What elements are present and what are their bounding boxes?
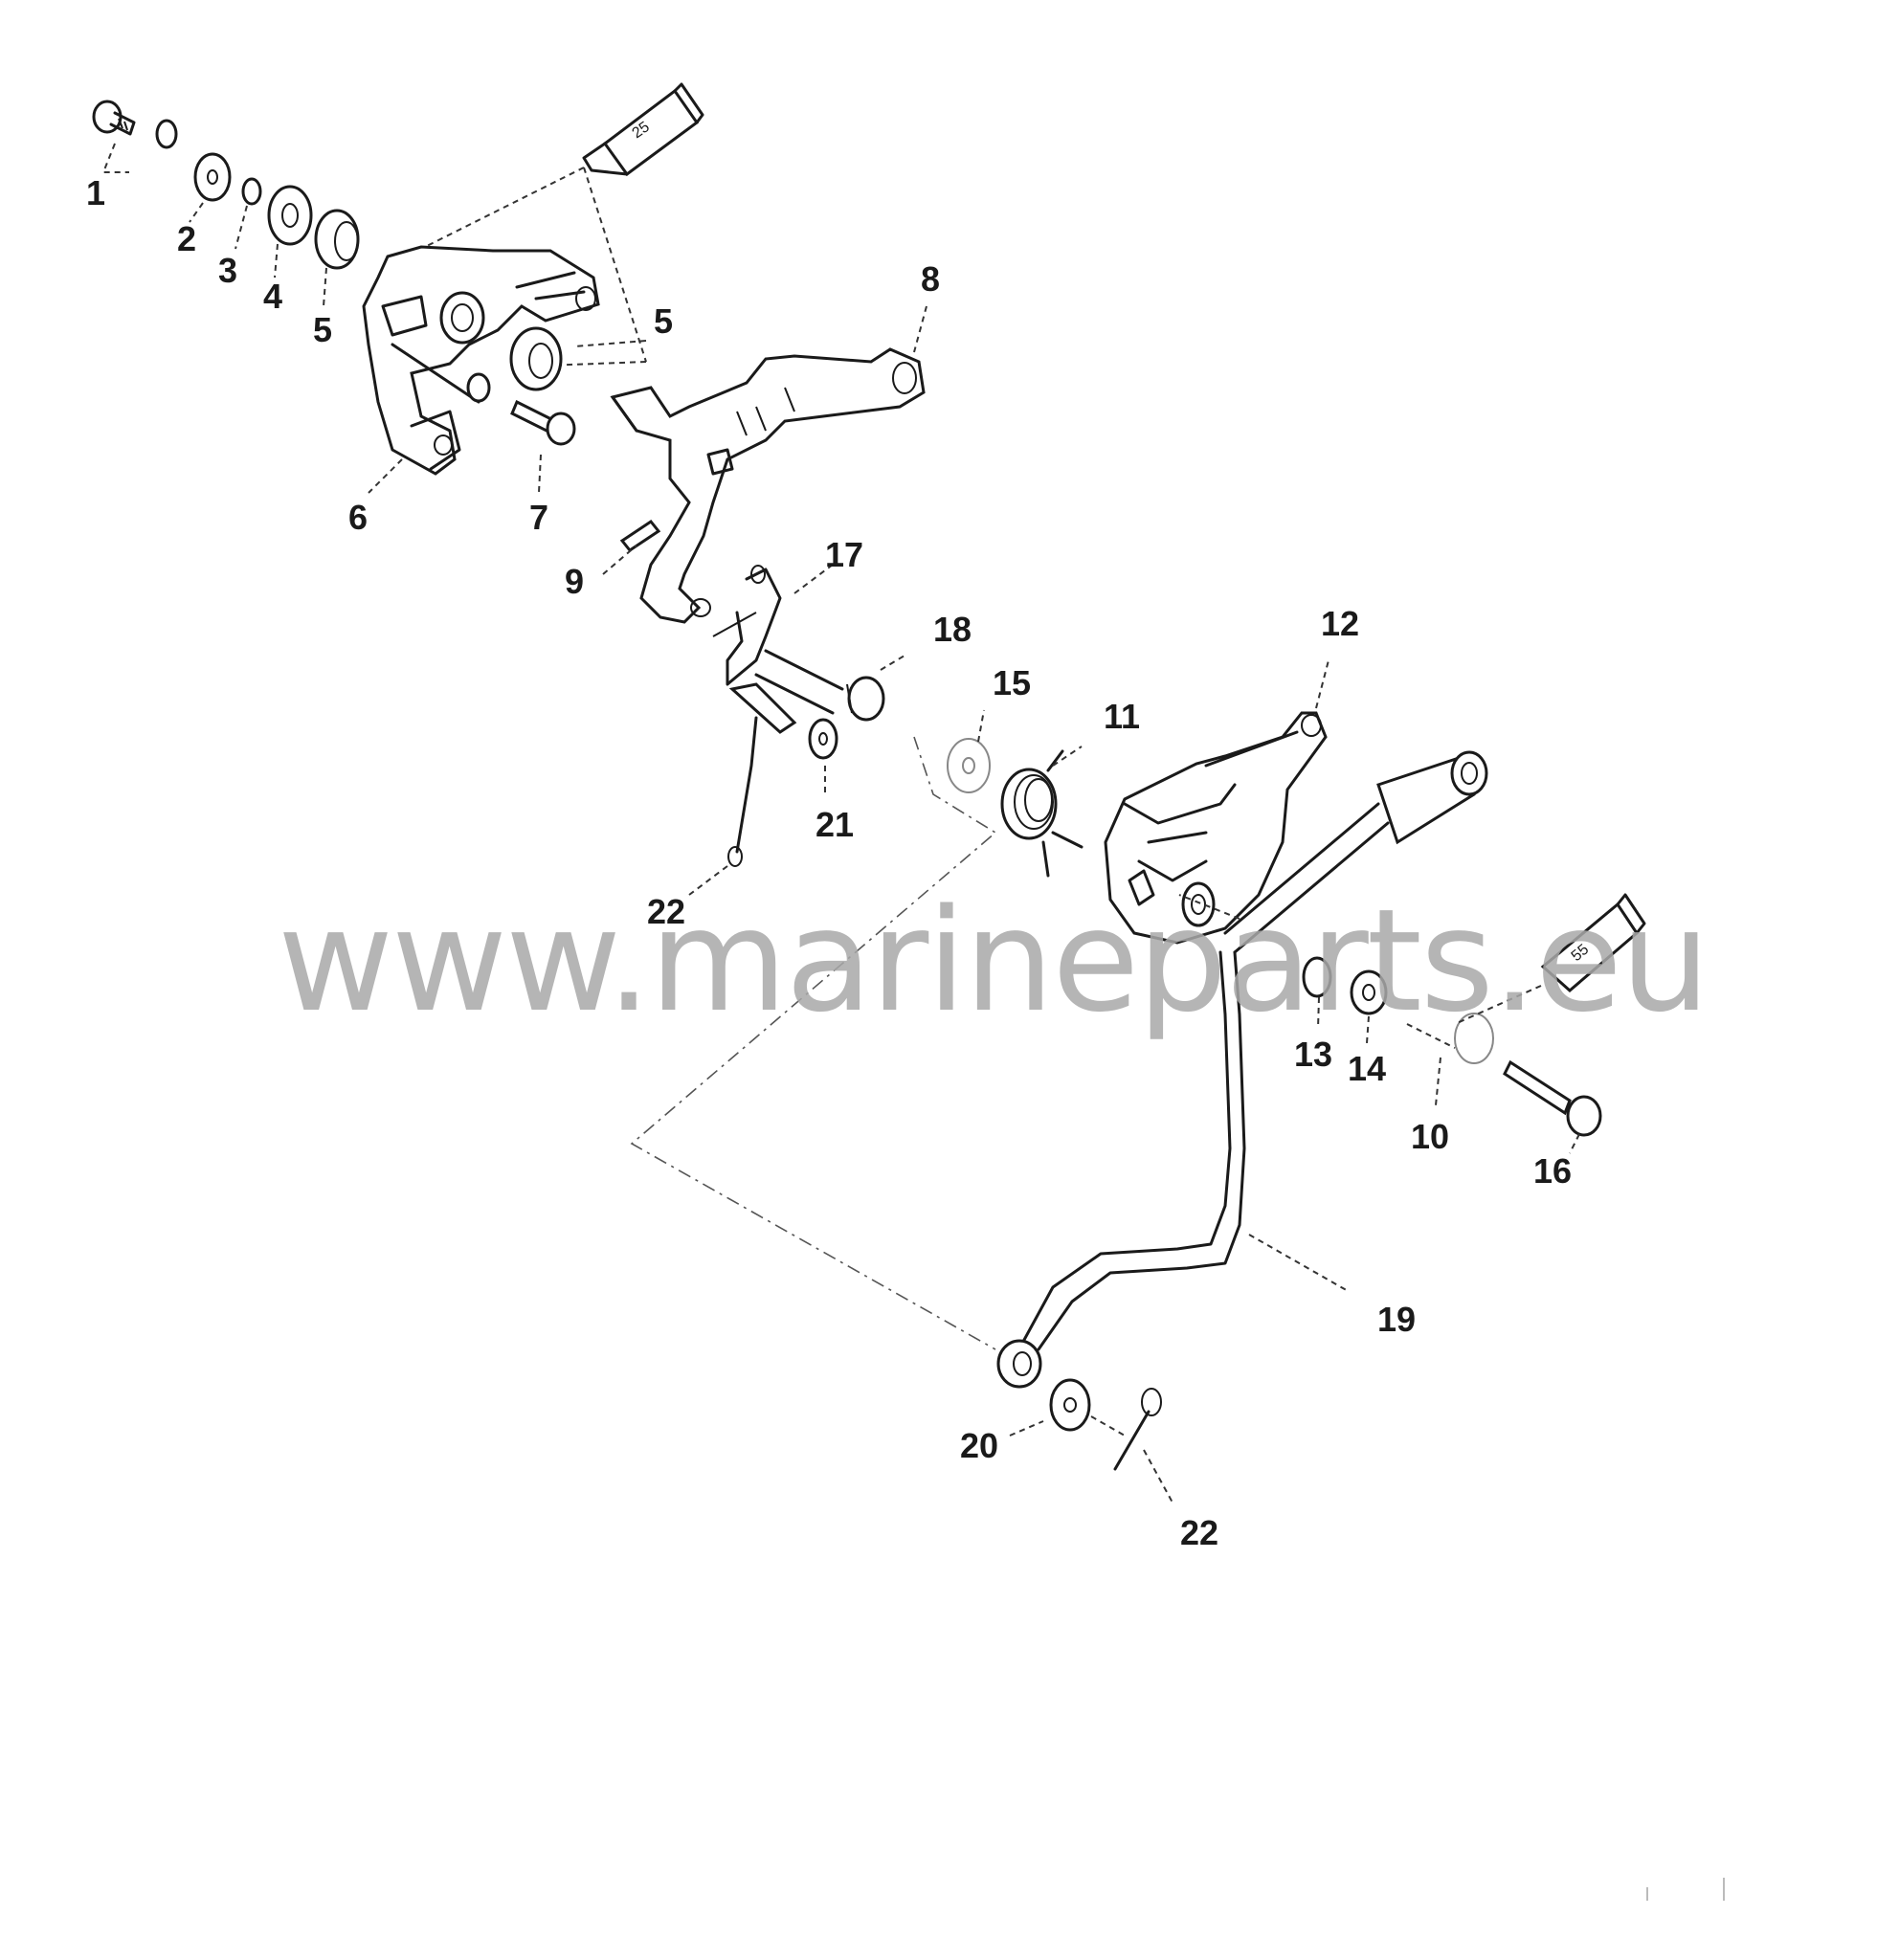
callout-15[interactable]: 15: [992, 663, 1032, 702]
bracket-part-6: [362, 245, 600, 476]
callout-22[interactable]: 22: [646, 892, 686, 931]
callout-2[interactable]: 2: [176, 219, 197, 258]
callout-11[interactable]: 11: [1103, 697, 1141, 736]
corner-mark: [1723, 1878, 1725, 1901]
callout-8[interactable]: 8: [920, 259, 941, 299]
washer-part-13: [1302, 956, 1332, 998]
cotter-pin-part-22: [727, 716, 758, 867]
callout-18[interactable]: 18: [932, 610, 972, 649]
callout-3[interactable]: 3: [217, 251, 238, 290]
cam-plate-part-12: [1104, 711, 1328, 945]
nut-small: [466, 372, 491, 403]
cotter-pin-part-22b: [1113, 1388, 1162, 1471]
callout-1[interactable]: 1: [85, 173, 106, 212]
pin-part-9: [619, 519, 661, 553]
callout-19[interactable]: 19: [1376, 1300, 1417, 1339]
bushing-part-5: [314, 209, 360, 270]
callout-10[interactable]: 10: [1410, 1117, 1450, 1156]
lock-washer-part-14: [1350, 969, 1388, 1015]
sealant-tube-icon-2: 55: [1540, 893, 1646, 992]
washer-part-15: [947, 738, 991, 793]
washer-part-2: [193, 152, 232, 202]
washer-part-20: [1049, 1378, 1091, 1432]
clip-part-17: [712, 565, 782, 686]
bolt-part-16: [1503, 1059, 1602, 1137]
washer-part-10: [1454, 1013, 1494, 1064]
callout-7[interactable]: 7: [528, 498, 549, 537]
shift-lever-part-8: [610, 347, 926, 624]
callout-4[interactable]: 4: [262, 277, 283, 316]
callout-12[interactable]: 12: [1320, 604, 1360, 643]
nut-part-3: [241, 177, 262, 206]
callout-21[interactable]: 21: [815, 805, 855, 844]
callout-5[interactable]: 5: [312, 310, 333, 349]
sealant-tube-icon: 25: [582, 82, 704, 177]
bolt-part-1: [92, 100, 136, 136]
callout-17[interactable]: 17: [824, 535, 864, 574]
callout-5-second[interactable]: 5: [653, 301, 674, 341]
callout-16[interactable]: 16: [1532, 1151, 1573, 1191]
callout-6[interactable]: 6: [347, 498, 369, 537]
callout-22-second[interactable]: 22: [1179, 1513, 1219, 1552]
bolt-part-7: [510, 399, 576, 446]
washer-part-21: [808, 718, 838, 760]
washer-small: [155, 119, 178, 149]
callout-13[interactable]: 13: [1293, 1035, 1333, 1074]
nut-part-18: [754, 649, 885, 722]
callout-9[interactable]: 9: [564, 562, 585, 601]
callout-20[interactable]: 20: [959, 1426, 999, 1465]
watermark: www.marineparts.eu: [278, 879, 1710, 1043]
corner-mark: [1646, 1887, 1648, 1901]
bushing-part-5b: [509, 326, 563, 391]
shift-rod-part-19: [996, 750, 1488, 1389]
spring-part-11: [1000, 749, 1084, 878]
washer-part-4: [267, 185, 313, 246]
assembly-axis: [630, 736, 997, 1350]
callout-14[interactable]: 14: [1347, 1049, 1387, 1088]
pivot-pin: [728, 682, 797, 734]
